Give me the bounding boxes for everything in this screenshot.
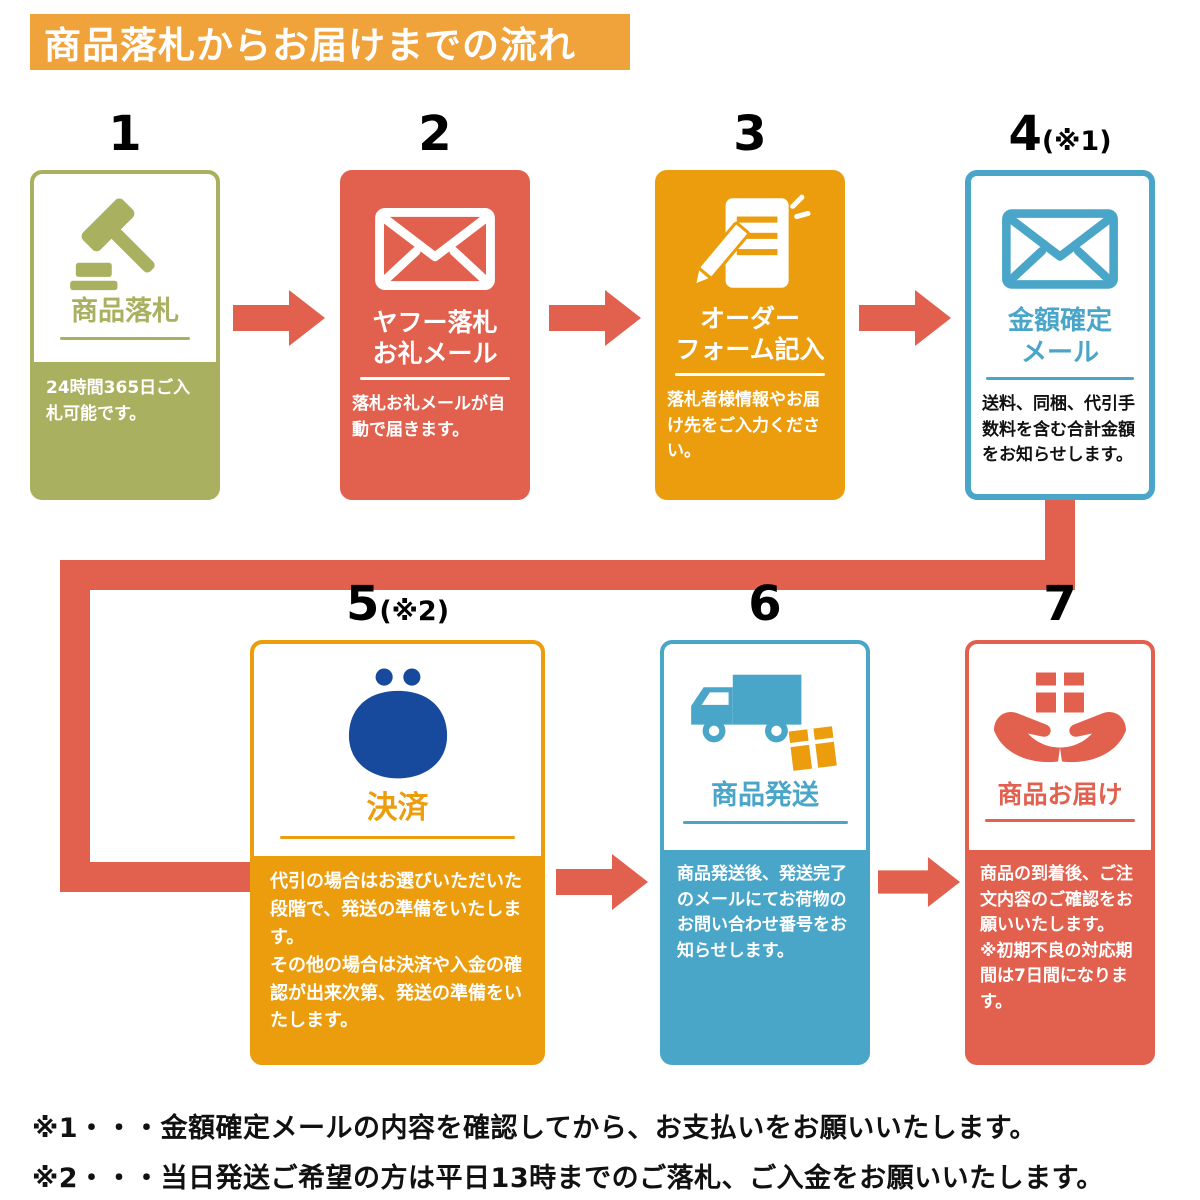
step-title: 金額確定 メール: [1007, 306, 1112, 368]
title-divider: [986, 377, 1134, 381]
mail-icon: [374, 170, 496, 308]
step-card-price-mail: 金額確定 メール 送料、同梱、代引手数料を含む合計金額をお知らせします。: [965, 170, 1155, 500]
flow-connector-left-down: [60, 560, 90, 892]
hands-package-icon: [990, 662, 1130, 780]
right-arrow-icon: [233, 290, 325, 346]
step-number-7: 7: [1043, 576, 1077, 632]
step-title: 決済: [366, 790, 429, 826]
truck-icon: [687, 662, 843, 780]
title-divider: [675, 373, 825, 376]
step-card-thanks-mail: ヤフー落札 お礼メール 落札お礼メールが自動で届きます。: [340, 170, 530, 500]
step-card-order-form: オーダー フォーム記入 落札者様情報やお届け先をご入力ください。: [655, 170, 845, 500]
step-number-1: 1: [108, 106, 142, 162]
step-description: 商品の到着後、ご注文内容のご確認をお願いいたします。 ※初期不良の対応期間は7日…: [980, 864, 1133, 1012]
step-card-delivery: 商品お届け 商品の到着後、ご注文内容のご確認をお願いいたします。 ※初期不良の対…: [965, 640, 1155, 1065]
step-description: 24時間365日ご入札可能です。: [46, 378, 191, 424]
footnote-1: ※1・・・金額確定メールの内容を確認してから、お支払いをお願いいたします。: [32, 1113, 1038, 1144]
title-divider: [280, 835, 515, 839]
right-arrow-icon: [556, 854, 648, 910]
title-divider: [60, 336, 190, 340]
flow-connector-into-step5: [60, 862, 252, 892]
step-number-4: 4(※1): [1008, 106, 1112, 162]
step-title: 商品落札: [71, 296, 179, 327]
step-description: 落札者様情報やお届け先をご入力ください。: [667, 390, 820, 461]
step-number-3: 3: [733, 106, 767, 162]
title-divider: [360, 377, 510, 380]
footnote-2: ※2・・・当日発送ご希望の方は平日13時までのご落札、ご入金をお願いいたします。: [32, 1163, 1104, 1194]
right-arrow-icon: [549, 290, 641, 346]
step-title: 商品お届け: [997, 780, 1123, 809]
step-card-auction-win: 商品落札 24時間365日ご入札可能です。: [30, 170, 220, 500]
step-number-6: 6: [748, 576, 782, 632]
flow-connector-across: [60, 560, 1075, 590]
right-arrow-icon: [859, 290, 951, 346]
title-divider: [682, 820, 848, 824]
gavel-icon: [66, 186, 184, 296]
step-description: 商品発送後、発送完了のメールにてお荷物のお問い合わせ番号をお知らせします。: [677, 864, 847, 961]
right-arrow-icon: [878, 857, 960, 907]
coin-purse-icon: [334, 658, 462, 790]
step-title: 商品発送: [711, 780, 819, 811]
mail-icon: [1001, 176, 1119, 306]
step-description: 落札お礼メールが自動で届きます。: [352, 394, 505, 440]
page-title: 商品落札からお届けまでの流れ: [30, 14, 630, 70]
step-title: ヤフー落札 お礼メール: [372, 308, 498, 368]
step-title: オーダー フォーム記入: [675, 304, 825, 364]
step-number-5: 5(※2): [345, 576, 450, 632]
order-form-icon: [689, 170, 811, 304]
step-card-payment: 決済 代引の場合はお選びいただいた段階で、発送の準備をいたします。 その他の場合…: [250, 640, 545, 1065]
step-description: 送料、同梱、代引手数料を含む合計金額をお知らせします。: [982, 394, 1135, 466]
title-divider: [985, 818, 1135, 822]
step-card-shipping: 商品発送 商品発送後、発送完了のメールにてお荷物のお問い合わせ番号をお知らせしま…: [660, 640, 870, 1065]
step-description: 代引の場合はお選びいただいた段階で、発送の準備をいたします。 その他の場合は決済…: [270, 871, 522, 1032]
step-number-2: 2: [418, 106, 452, 162]
